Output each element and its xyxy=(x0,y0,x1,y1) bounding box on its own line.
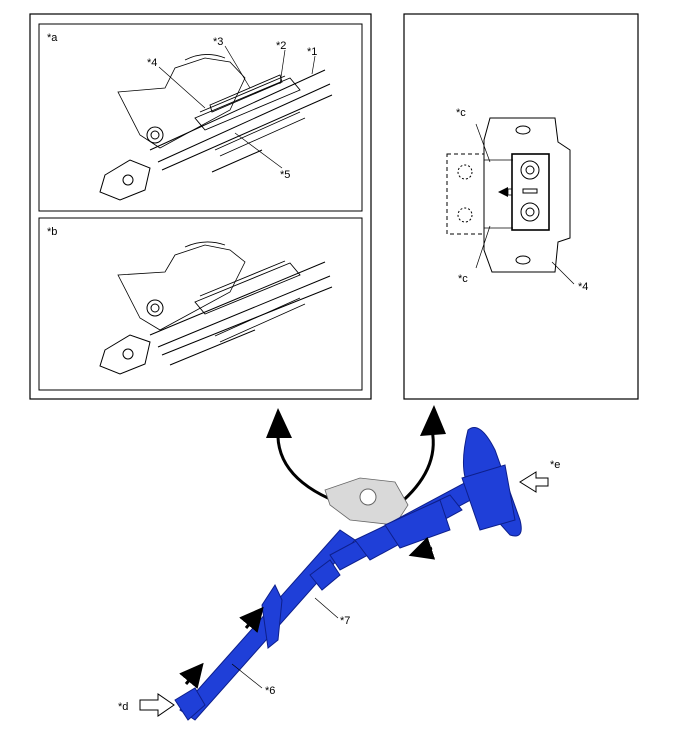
callout-d: *d xyxy=(118,701,128,713)
steering-column-assembly: *7 *6 *d *e xyxy=(118,427,560,721)
push-arrow-e-icon xyxy=(519,471,549,493)
callout-b: *b xyxy=(47,226,57,238)
callout-3: *3 xyxy=(213,36,223,48)
callout-4-bracket: *4 xyxy=(578,281,588,293)
left-detail-panel xyxy=(29,13,372,400)
callout-6: *6 xyxy=(265,685,275,697)
callout-4-a: *4 xyxy=(147,57,157,69)
detail-view-a: *a *4 *3 *2 *1 *5 xyxy=(38,23,363,212)
callout-e: *e xyxy=(550,459,560,471)
detail-view-b: *b xyxy=(38,217,363,391)
callout-1: *1 xyxy=(307,46,317,58)
push-arrow-d-icon xyxy=(139,693,175,717)
callout-a: *a xyxy=(47,32,58,44)
callout-c-bottom: *c xyxy=(458,273,468,285)
bracket-detail-panel: *c *c *4 xyxy=(403,13,639,400)
callout-7: *7 xyxy=(340,615,350,627)
callout-2: *2 xyxy=(276,40,286,52)
callout-5: *5 xyxy=(280,169,290,181)
callout-c-top: *c xyxy=(456,107,466,119)
